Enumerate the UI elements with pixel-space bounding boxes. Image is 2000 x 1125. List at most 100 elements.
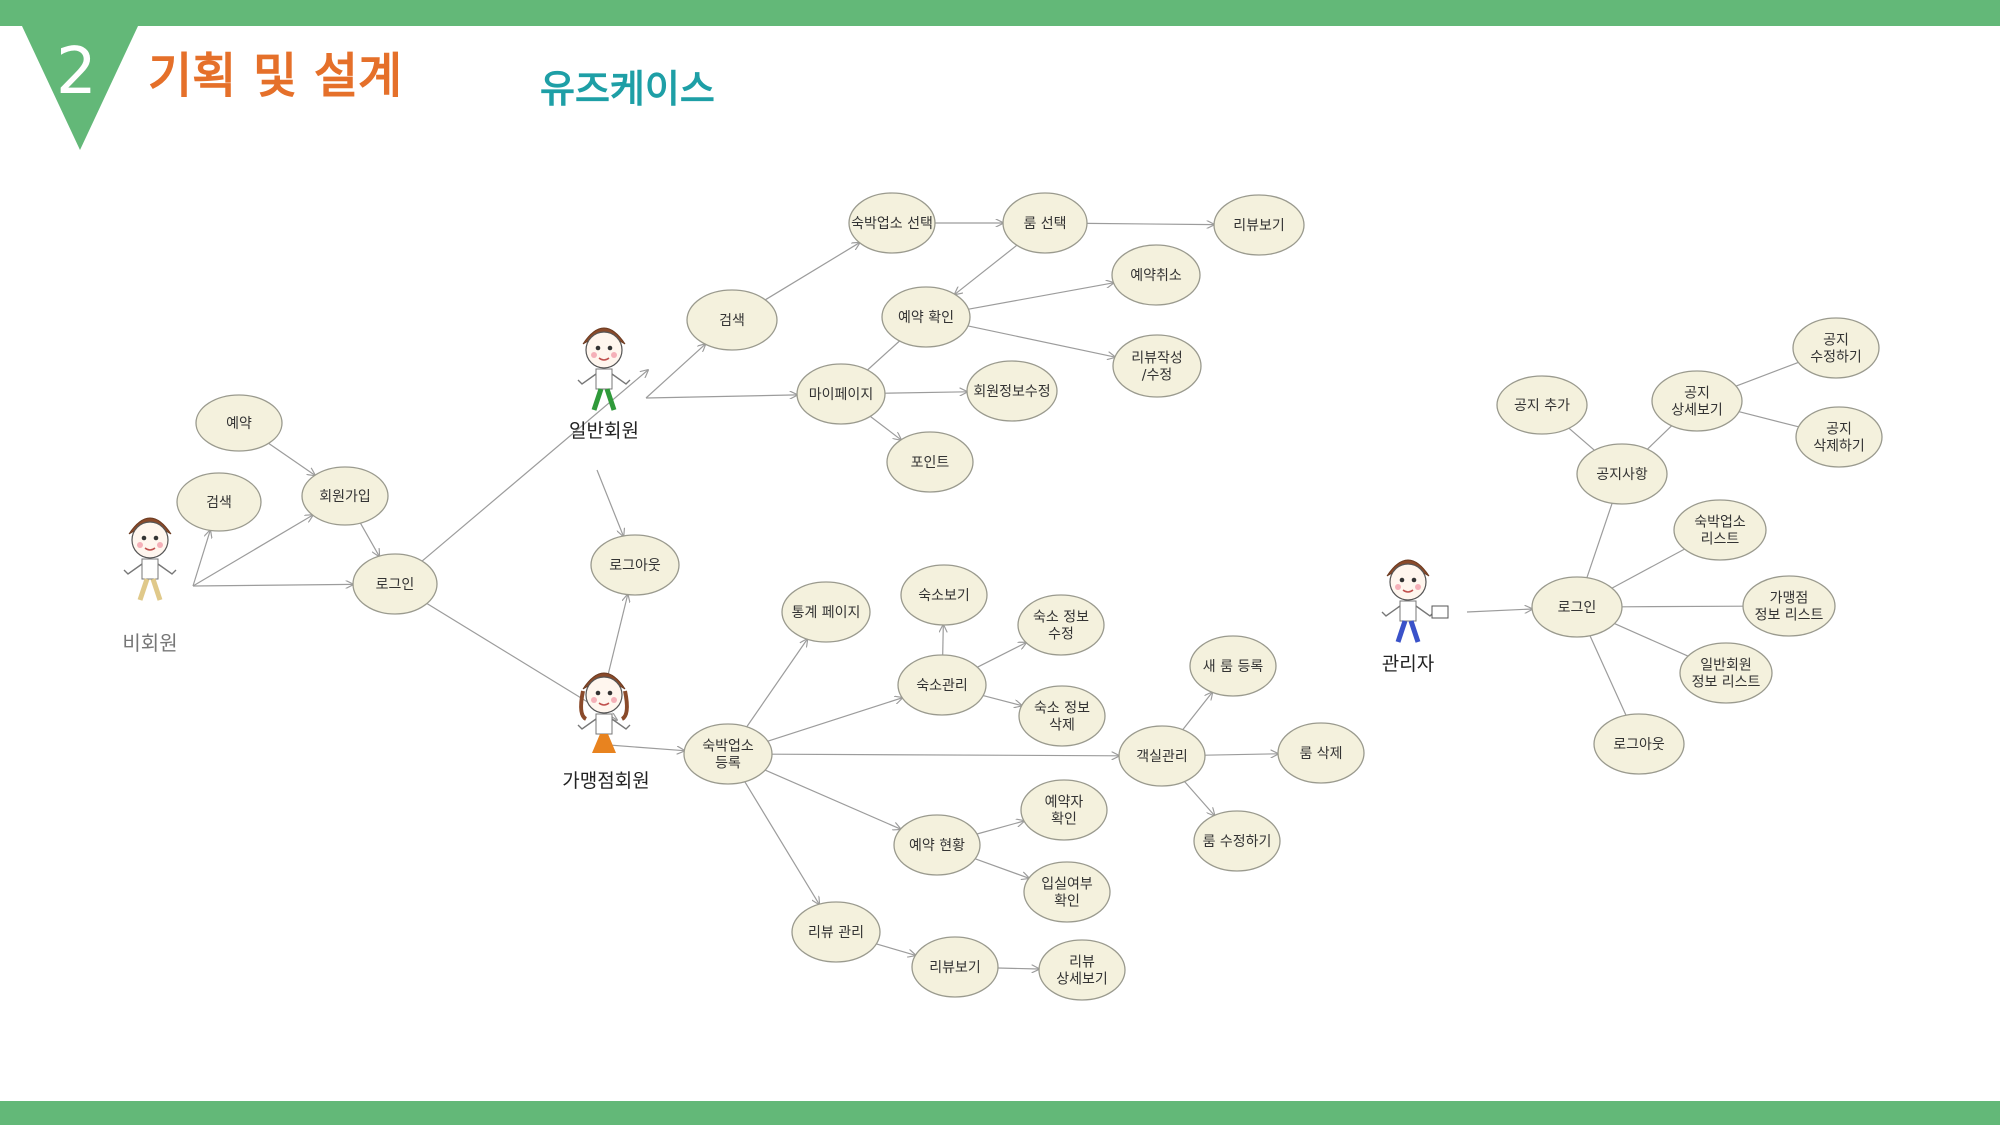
use-case-ad-notice-add: 공지 추가 xyxy=(1496,375,1588,435)
use-case-label: 예약 확인 xyxy=(898,310,954,326)
edge-guest-to-g_search xyxy=(192,530,210,587)
use-case-m-lodging-select: 숙박업소 선택 xyxy=(848,192,936,254)
edge-m_reserve_check-to-m_reserve_cancel xyxy=(968,283,1114,310)
actor-admin: 관리자 xyxy=(1381,559,1449,675)
edge-g_reserve-to-g_signup xyxy=(268,442,315,475)
use-case-a-room-new: 새 룸 등록 xyxy=(1189,635,1277,697)
use-case-label: 로그인 xyxy=(376,577,415,593)
use-case-a-review-mgmt: 리뷰 관리 xyxy=(791,901,881,963)
use-case-a-stats: 통계 페이지 xyxy=(781,581,871,643)
use-case-label: 포인트 xyxy=(911,455,950,471)
section-title: 기획 및 설계 xyxy=(148,48,403,104)
slide-subtitle: 유즈케이스 xyxy=(540,67,715,111)
edge-ad_login-to-ad_logout xyxy=(1589,635,1627,716)
use-case-label: 회원정보수정 xyxy=(973,384,1050,400)
edge-g_login-to-affiliateTop xyxy=(426,602,617,721)
actor-label: 가맹점회원 xyxy=(562,770,649,792)
edge-admin-to-ad_login xyxy=(1466,609,1532,612)
use-case-label: 숙박업소 선택 xyxy=(851,216,933,232)
use-case-label: 리뷰 관리 xyxy=(808,925,864,941)
use-case-g-reserve: 예약 xyxy=(195,394,283,452)
use-case-a-room-edit: 룸 수정하기 xyxy=(1193,810,1281,872)
edge-a_lodging_register-to-a_room_mgmt xyxy=(771,754,1119,756)
use-case-a-lodging-mgmt: 숙소관리 xyxy=(897,654,987,716)
use-case-g-signup: 회원가입 xyxy=(301,466,389,526)
use-case-g-search: 검색 xyxy=(176,472,262,532)
edge-a_room_mgmt-to-a_room_new xyxy=(1182,692,1213,731)
edge-m_search-to-m_lodging_select xyxy=(764,243,859,301)
edge-a_lodging_register-to-a_review_mgmt xyxy=(744,781,819,905)
use-case-m-reserve-check: 예약 확인 xyxy=(881,286,971,348)
actor-label: 일반회원 xyxy=(569,420,639,442)
use-case-label: 예약취소 xyxy=(1130,268,1182,284)
section-number: 2 xyxy=(56,35,97,109)
use-case-g-login: 로그인 xyxy=(352,553,438,615)
edge-a_room_mgmt-to-a_room_delete xyxy=(1204,754,1278,755)
use-case-ad-notice: 공지사항 xyxy=(1576,443,1668,505)
use-case-label: 룸 삭제 xyxy=(1299,746,1342,762)
use-case-a-room-mgmt: 객실관리 xyxy=(1118,725,1206,787)
use-case-m-review-view: 리뷰보기 xyxy=(1213,194,1305,256)
edge-a_lodging_register-to-a_stats xyxy=(746,639,808,728)
use-case-m-reserve-cancel: 예약취소 xyxy=(1111,244,1201,306)
use-case-a-lodging-view: 숙소보기 xyxy=(900,564,988,626)
edge-a_lodging_register-to-a_reserve_status xyxy=(764,769,900,829)
use-case-ad-logout: 로그아웃 xyxy=(1593,713,1685,775)
use-case-ad-login: 로그인 xyxy=(1531,576,1623,638)
use-case-logout: 로그아웃 xyxy=(590,534,680,596)
use-case-m-info-edit: 회원정보수정 xyxy=(966,360,1058,422)
use-case-label: 검색 xyxy=(206,495,232,511)
edge-ad_notice_detail-to-ad_notice_edit xyxy=(1735,361,1799,387)
diagram-edges xyxy=(192,223,1799,969)
edge-a_lodging_register-to-a_lodging_mgmt xyxy=(767,698,902,742)
edge-ad_notice-to-ad_notice_detail xyxy=(1646,425,1673,450)
use-case-label: 공지 추가 xyxy=(1514,398,1570,414)
use-case-label: 검색 xyxy=(719,313,745,329)
edge-guest-to-g_signup xyxy=(192,515,313,587)
edge-m_mypage-to-m_reserve_check xyxy=(867,340,900,371)
edge-g_login-to-memberTop xyxy=(421,370,648,562)
use-case-label: 리뷰보기 xyxy=(1233,218,1285,234)
edge-a_room_mgmt-to-a_room_edit xyxy=(1184,781,1215,816)
use-case-label: 예약 현황 xyxy=(909,838,965,854)
use-case-a-reserve-status: 예약 현황 xyxy=(893,814,981,876)
use-case-label: 로그아웃 xyxy=(1613,737,1665,753)
edge-affiliate-to-a_lodging_register xyxy=(608,744,684,751)
use-case-m-review-write: 리뷰작성/수정 xyxy=(1112,334,1202,398)
edge-ad_login-to-ad_notice xyxy=(1586,503,1613,578)
use-case-label: 리뷰작성/수정 xyxy=(1131,351,1183,384)
actor-label: 관리자 xyxy=(1382,653,1434,675)
use-case-label: 리뷰보기 xyxy=(929,960,981,976)
edge-a_reserve_status-to-a_reserver_check xyxy=(976,821,1024,835)
use-case-m-mypage: 마이페이지 xyxy=(796,363,886,425)
actor-member: 일반회원 xyxy=(569,327,639,442)
edge-a_lodging_mgmt-to-a_lodging_delete xyxy=(982,695,1022,706)
bottom-accent-bar xyxy=(0,1101,2000,1125)
edge-affiliateUp-to-logout xyxy=(607,595,628,676)
edge-a_reserve_status-to-a_checkin xyxy=(974,858,1029,878)
edge-m_room_select-to-m_review_view xyxy=(1086,223,1214,224)
actor-label: 비회원 xyxy=(122,631,177,655)
actor-guest: 비회원 xyxy=(122,517,178,655)
use-case-m-point: 포인트 xyxy=(886,431,974,493)
edge-g_signup-to-g_login xyxy=(359,522,379,556)
edge-m_mypage-to-m_point xyxy=(869,415,901,439)
edge-ad_notice-to-ad_notice_add xyxy=(1568,427,1595,451)
use-case-label: 숙소관리 xyxy=(916,678,968,694)
use-case-label: 객실관리 xyxy=(1136,749,1188,765)
use-case-label: 예약 xyxy=(226,416,252,432)
edge-member-to-m_search xyxy=(645,344,705,399)
use-case-a-room-delete: 룸 삭제 xyxy=(1277,722,1365,784)
